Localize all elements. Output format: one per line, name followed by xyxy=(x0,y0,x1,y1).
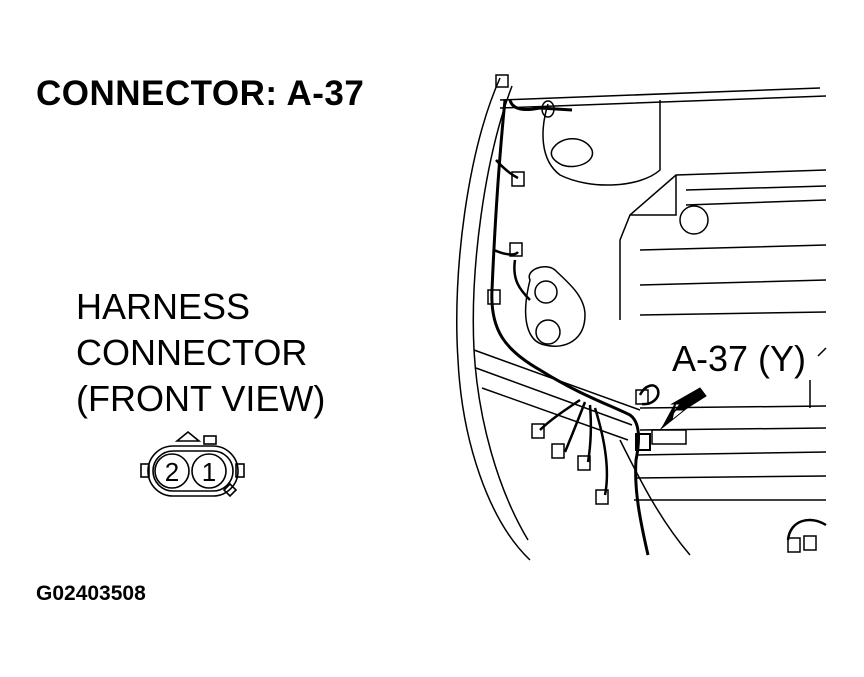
connector-housing-inner xyxy=(152,450,234,492)
harness-connector-5 xyxy=(551,443,565,459)
harness-connector-7 xyxy=(595,489,609,505)
oil-cap xyxy=(679,205,709,235)
connector-side-tab-right xyxy=(235,463,245,478)
lower-fender-curve xyxy=(619,439,691,556)
engine-compartment-illustration xyxy=(456,74,827,561)
wire-branch-7 xyxy=(593,407,609,496)
connector-housing-outer xyxy=(147,445,239,497)
wire-harness-main xyxy=(490,99,650,556)
harness-connector-6 xyxy=(577,455,591,471)
harness-connector-label: HARNESS CONNECTOR (FRONT VIEW) xyxy=(76,284,325,422)
front-panel-lines xyxy=(634,405,827,501)
wire-loop xyxy=(638,384,660,406)
harness-connector-2 xyxy=(509,242,523,257)
cowl-line xyxy=(499,87,827,109)
radiator-support-lines xyxy=(473,349,641,441)
harness-label-line-1: HARNESS xyxy=(76,286,251,327)
wire-harness-top-branch xyxy=(508,99,573,112)
harness-connector-right-2 xyxy=(803,535,817,551)
reservoir-cap-1 xyxy=(534,280,558,304)
connector-latch xyxy=(174,430,202,442)
engine-front-face xyxy=(619,175,677,320)
fender-inner-line xyxy=(472,85,529,541)
connector-callout-label: A-37 (Y) xyxy=(672,338,807,379)
connector-key-bottom xyxy=(222,482,238,498)
harness-connector-right-1 xyxy=(787,537,801,553)
connector-side-tab-left xyxy=(140,463,150,478)
fender-outer-line xyxy=(456,77,531,561)
engine-cover-lines xyxy=(685,185,827,206)
harness-connector-top xyxy=(495,74,509,88)
connector-key-top xyxy=(203,435,217,445)
reservoir xyxy=(524,266,586,347)
connector-a37 xyxy=(635,433,651,451)
strut-cap xyxy=(550,138,594,168)
callout-arrow-body xyxy=(659,387,707,431)
wire-branch-3 xyxy=(513,259,531,301)
harness-connector-4 xyxy=(531,423,545,439)
grommet xyxy=(541,100,555,118)
engine-block-lines xyxy=(639,244,827,316)
pin-2-cavity xyxy=(154,453,190,489)
harness-label-line-3: (FRONT VIEW) xyxy=(76,378,326,419)
connector-front-view xyxy=(140,430,245,498)
harness-connector-8 xyxy=(635,389,649,405)
wire-branch-1 xyxy=(495,159,519,180)
figure-id: G02403508 xyxy=(36,582,146,605)
strut-panel xyxy=(542,100,661,186)
engine-top-edge xyxy=(629,169,827,216)
diagram-title: CONNECTOR: A-37 xyxy=(36,74,365,113)
wire-branch-right xyxy=(786,518,827,541)
harness-label-line-2: CONNECTOR xyxy=(76,332,308,373)
wire-branch-6 xyxy=(586,404,593,463)
reservoir-cap-2 xyxy=(535,319,561,345)
pin-1-label: 1 xyxy=(202,457,216,487)
wire-branch-4 xyxy=(539,398,581,431)
harness-connector-3 xyxy=(487,289,501,305)
pin-1-cavity xyxy=(191,453,227,489)
connector-a37-bracket xyxy=(651,429,687,445)
pin-2-label: 2 xyxy=(165,457,179,487)
panel-corner xyxy=(817,347,827,357)
harness-connector-1 xyxy=(511,171,525,187)
wire-branch-5 xyxy=(563,401,587,453)
wire-branch-2 xyxy=(493,248,519,256)
